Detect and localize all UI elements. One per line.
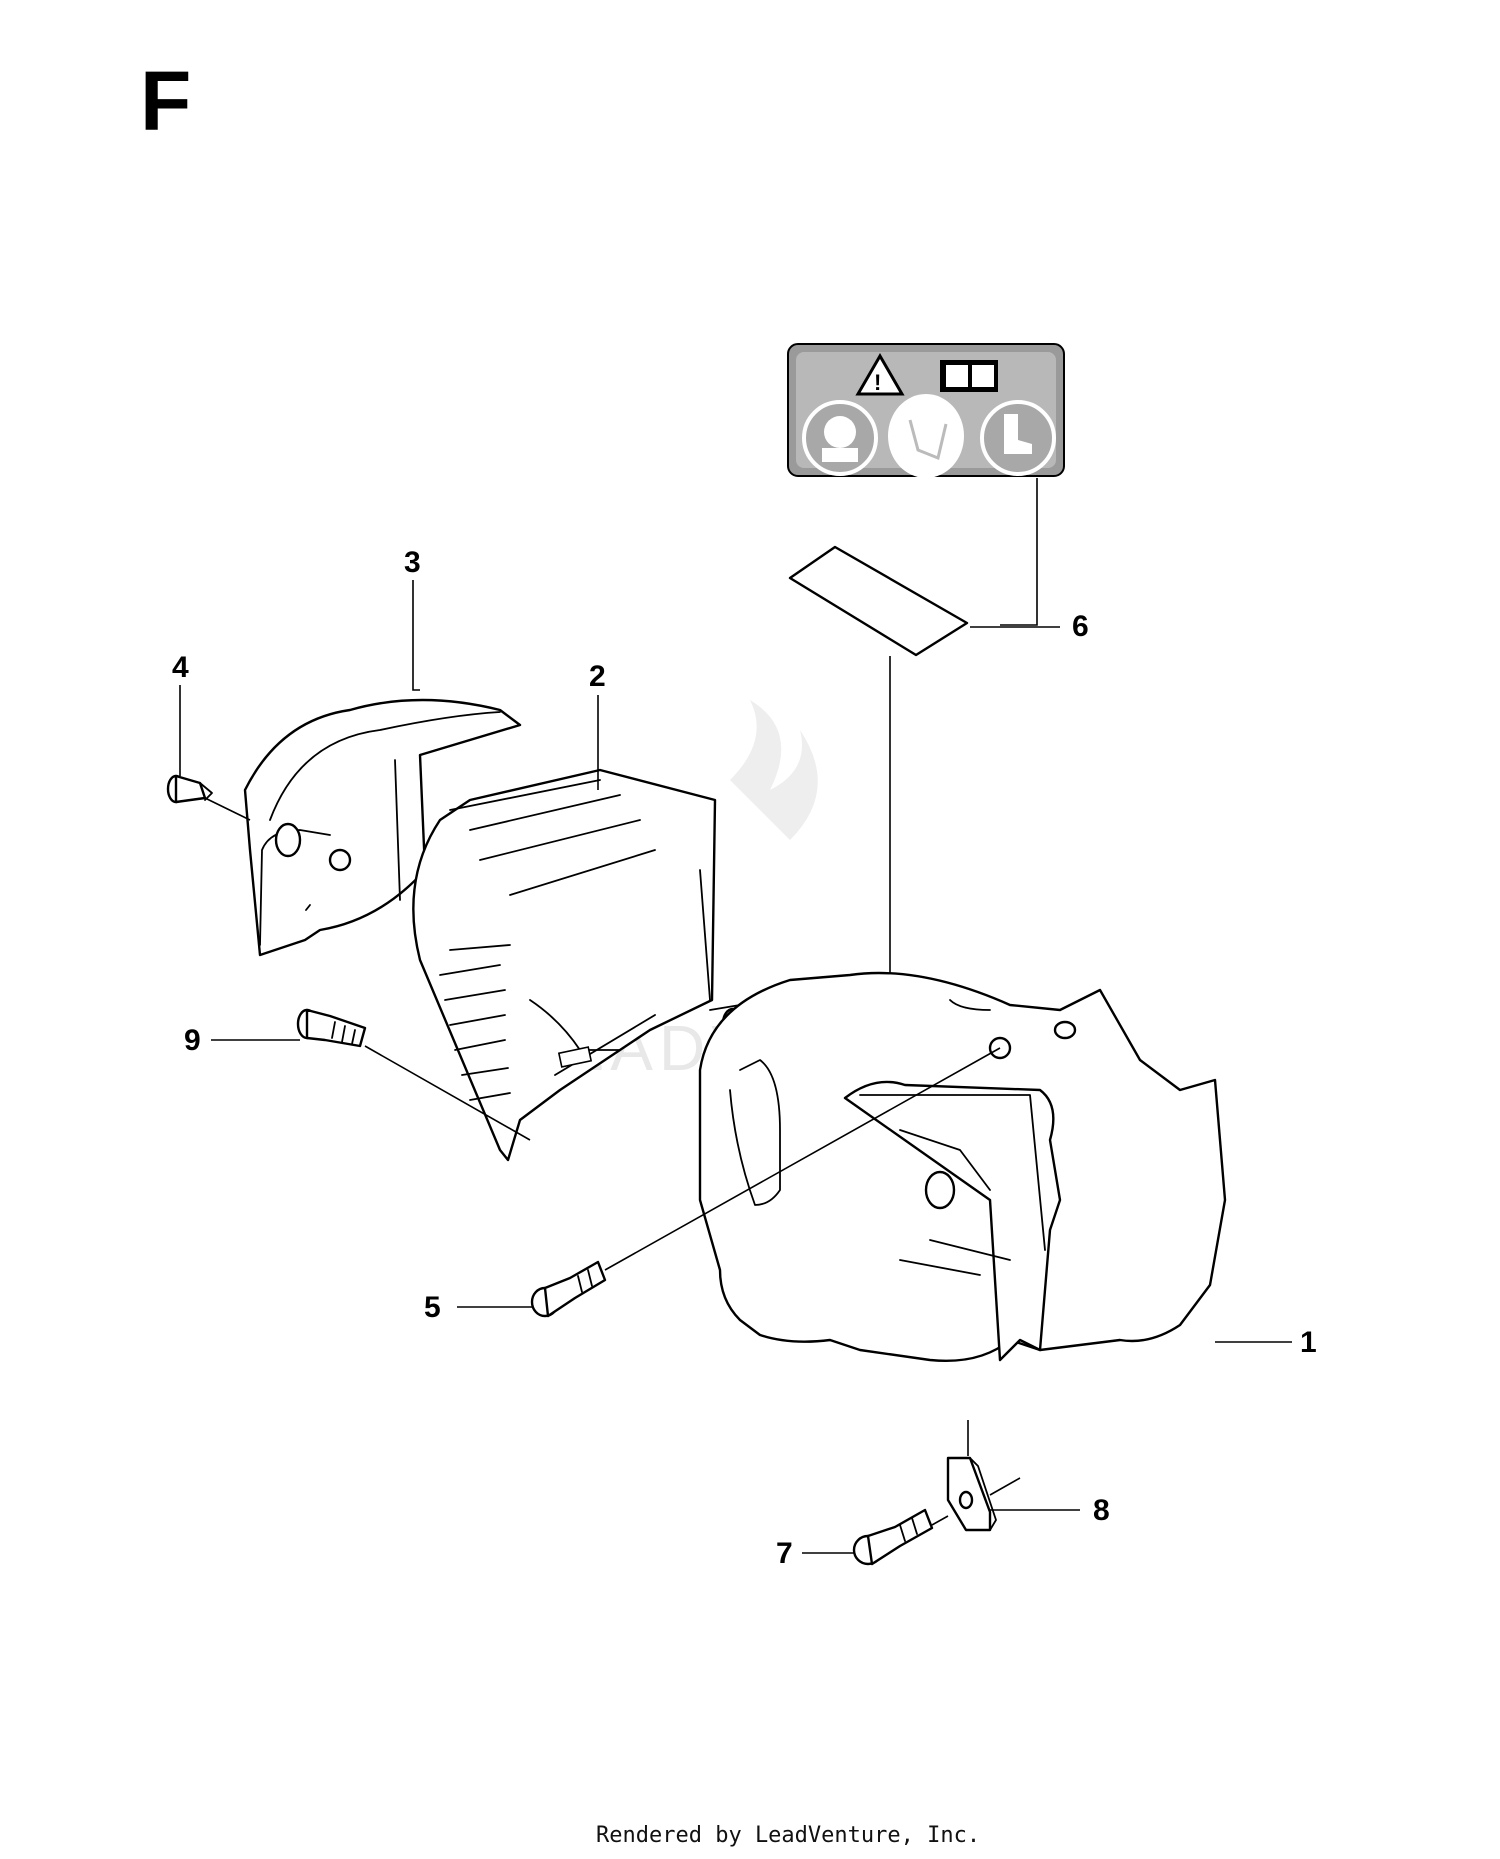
callout-8[interactable]: 8 bbox=[1093, 1494, 1110, 1527]
callout-7[interactable]: 7 bbox=[776, 1537, 793, 1570]
leader-9-axis bbox=[364, 1045, 531, 1141]
section-letter: F bbox=[140, 54, 191, 148]
manual-book-icon bbox=[940, 360, 998, 392]
nut-clip-8[interactable] bbox=[946, 1456, 997, 1532]
gloves-icon bbox=[888, 394, 964, 478]
svg-text:!: ! bbox=[874, 370, 881, 395]
callout-1[interactable]: 1 bbox=[1300, 1326, 1317, 1359]
safety-decal[interactable]: ! bbox=[787, 343, 1065, 478]
callout-4[interactable]: 4 bbox=[172, 651, 189, 684]
callout-3[interactable]: 3 bbox=[404, 546, 421, 579]
screw-9[interactable] bbox=[296, 1008, 367, 1048]
screw-5[interactable] bbox=[530, 1260, 607, 1318]
leader-3 bbox=[412, 580, 420, 691]
cylinder-cover[interactable] bbox=[243, 698, 522, 957]
leader-5-axis bbox=[604, 1047, 1001, 1271]
ear-eye-protection-icon bbox=[802, 400, 878, 476]
boots-icon bbox=[980, 400, 1056, 476]
footer-credit: Rendered by LeadVenture, Inc. bbox=[596, 1823, 980, 1848]
callout-6[interactable]: 6 bbox=[1072, 610, 1089, 643]
callout-9[interactable]: 9 bbox=[184, 1024, 201, 1057]
leader-4-axis bbox=[204, 797, 251, 821]
screw-7[interactable] bbox=[852, 1508, 934, 1566]
decal-backing[interactable] bbox=[788, 545, 969, 657]
leader-7-axis bbox=[931, 1515, 949, 1526]
callout-5[interactable]: 5 bbox=[424, 1291, 441, 1324]
leader-8-axis bbox=[989, 1477, 1021, 1496]
cylinder-housing[interactable] bbox=[698, 971, 1227, 1362]
warning-triangle-icon: ! bbox=[855, 353, 905, 396]
callout-2[interactable]: 2 bbox=[589, 660, 606, 693]
cylinder-shroud[interactable] bbox=[412, 768, 746, 1162]
